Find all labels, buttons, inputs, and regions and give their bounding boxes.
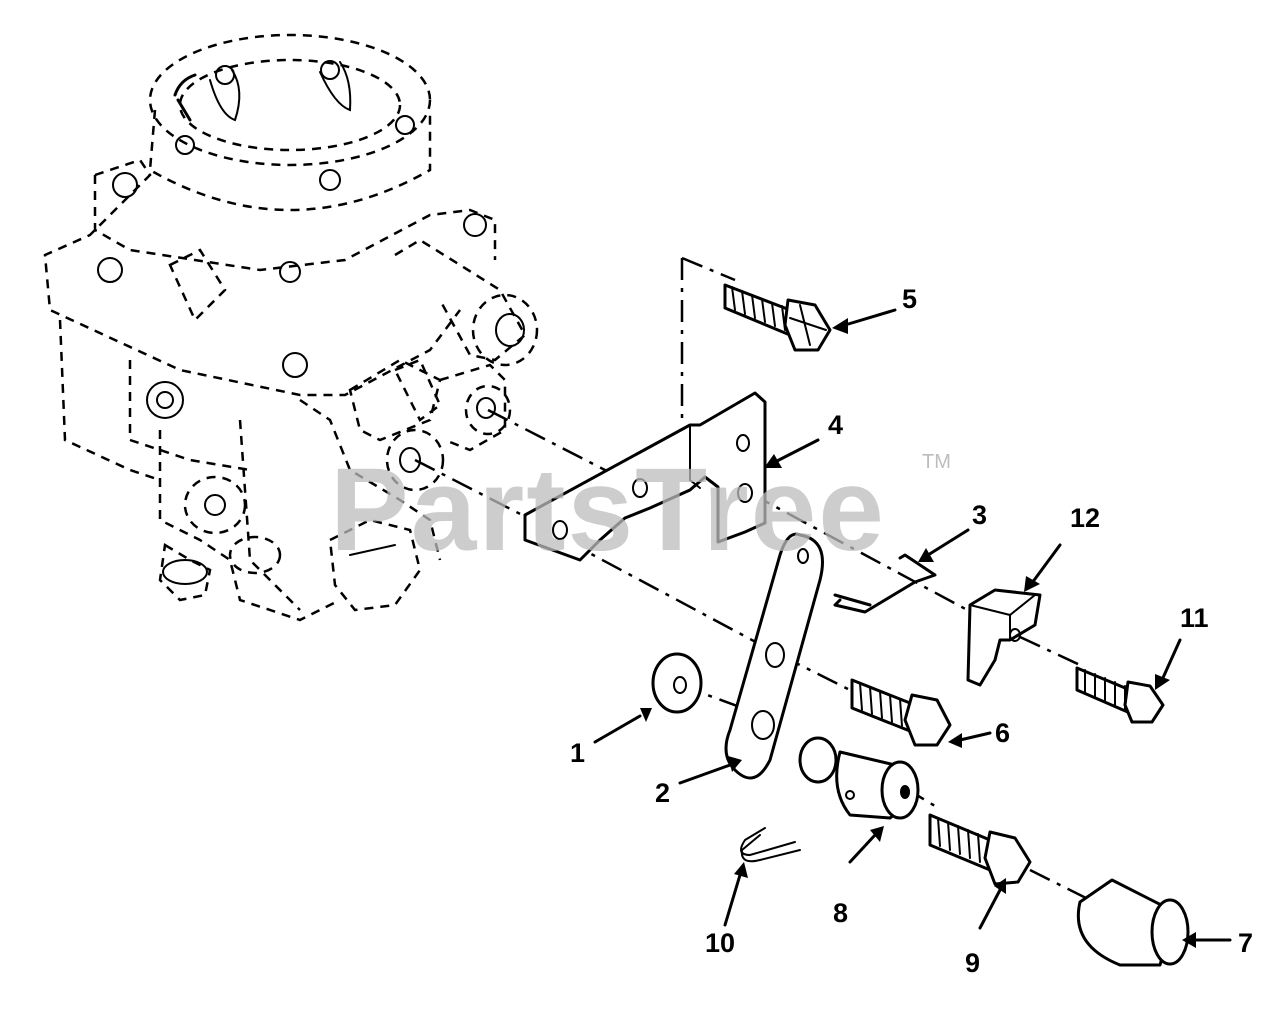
callout-2: 2 <box>655 778 670 808</box>
bracket-part-4 <box>523 391 767 562</box>
callout-10: 10 <box>705 928 735 958</box>
bolt-part-6 <box>850 678 952 747</box>
watermark-text: PartsTree <box>330 444 886 576</box>
trademark-mark: TM <box>922 451 951 473</box>
bolt-part-5 <box>723 283 832 352</box>
carburetor-body <box>43 33 539 622</box>
callout-6: 6 <box>995 718 1010 748</box>
link-plate-part-2 <box>724 532 824 780</box>
callout-1: 1 <box>570 738 585 768</box>
bolt-part-11 <box>1075 666 1165 724</box>
alignment-lines <box>414 256 1091 902</box>
watermark: PartsTree TM <box>330 444 951 576</box>
callout-12: 12 <box>1070 503 1100 533</box>
leader-lines <box>593 308 1232 948</box>
bolt-part-9 <box>928 813 1032 886</box>
callout-4: 4 <box>828 410 843 440</box>
callout-8: 8 <box>833 898 848 928</box>
callout-3: 3 <box>972 500 987 530</box>
clamp-part-12 <box>966 588 1042 687</box>
callout-5: 5 <box>902 284 917 314</box>
hairpin-part-10 <box>740 827 801 863</box>
spring-clip-part-3 <box>833 553 937 614</box>
callout-9: 9 <box>965 948 980 978</box>
callout-labels: 5 4 3 12 11 1 2 6 8 9 7 10 <box>570 284 1253 978</box>
washer-part-1 <box>651 652 703 714</box>
callout-7: 7 <box>1238 928 1253 958</box>
cap-part-7 <box>1076 878 1190 967</box>
callout-11: 11 <box>1180 603 1209 633</box>
fitting-part-8 <box>798 736 920 820</box>
